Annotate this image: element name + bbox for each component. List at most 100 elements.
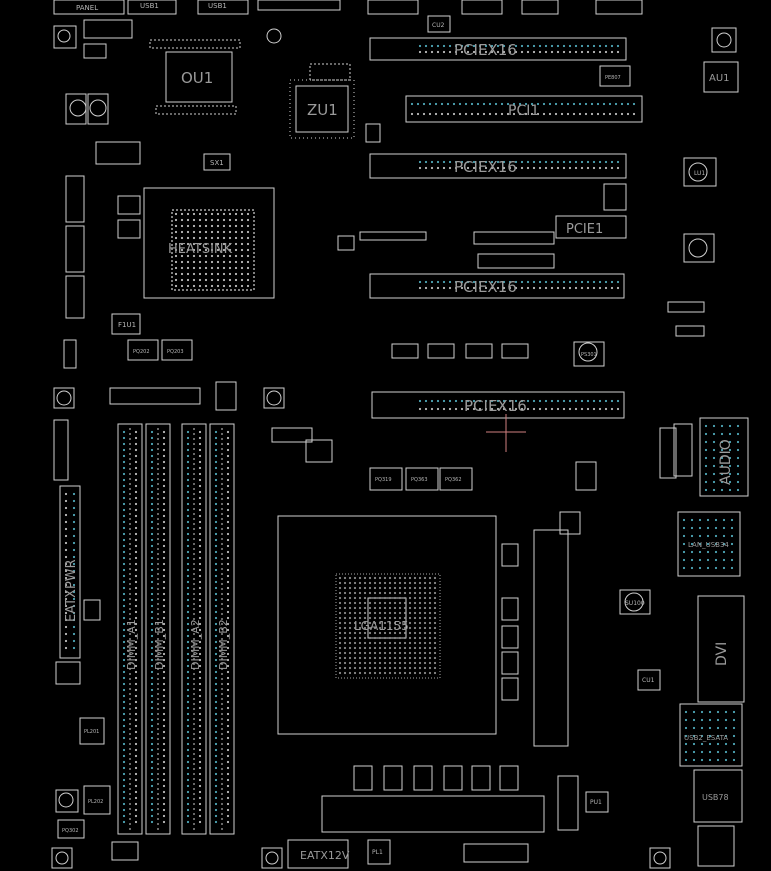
pin-dot [186,586,190,590]
pin-dot [454,50,458,54]
pin-dot [413,651,417,655]
pin-dot [442,407,446,411]
pin-dot [214,496,218,500]
pin-dot [520,160,524,164]
pin-dot [470,102,474,106]
pin-dot [544,166,548,170]
pin-dot [736,456,740,460]
pin-dot [556,280,560,284]
mount-hole-3 [716,32,732,48]
pin-dot [568,280,572,284]
pin-dot [150,664,154,668]
pin-dot [214,652,218,656]
pin-dot [393,666,397,670]
pq202-part [127,339,159,361]
pin-dot [442,44,446,48]
pin-dot [388,666,392,670]
pin-dot [180,230,184,234]
pin-dot [353,606,357,610]
pin-dot [198,598,202,602]
pin-dot [410,102,414,106]
top-connector-4 [521,0,559,15]
pin-dot [408,641,412,645]
pin-dot [162,544,166,548]
pin-dot [192,236,196,240]
pin-dot [403,611,407,615]
pin-dot [698,518,702,522]
pin-dot [532,280,536,284]
pin-dot [222,218,226,222]
pin-dot [428,661,432,665]
pin-dot [388,586,392,590]
pin-dot [186,556,190,560]
pin-dot [722,566,726,570]
pin-dot [358,601,362,605]
bottom-part-4 [443,765,463,791]
top-connector-2 [367,0,419,15]
pin-dot [150,742,154,746]
pin-dot [408,591,412,595]
label-usb2: USB1 [208,2,227,10]
pin-dot [373,631,377,635]
pin-dot [204,254,208,258]
label-pcie-x16-1: PCIEX16 [454,41,517,59]
pin-dot [482,102,486,106]
pin-dot [730,534,734,538]
pin-dot [520,50,524,54]
pin-dot [226,598,230,602]
pin-dot [684,734,688,738]
mount-hole-6 [688,162,708,182]
pin-dot [590,102,594,106]
pin-dot [620,112,624,116]
pin-dot [216,278,220,282]
pin-dot [162,514,166,518]
pin-dot [464,102,468,106]
pin-dot [353,601,357,605]
pin-dot [180,212,184,216]
pin-dot [72,604,76,608]
pin-dot [198,266,202,270]
vrm-part-3 [501,625,519,649]
pin-dot [556,286,560,290]
pin-dot [610,399,614,403]
pin-dot [722,534,726,538]
pin-dot [538,399,542,403]
pin-dot [226,502,230,506]
pin-dot [398,621,402,625]
pin-dot [64,625,68,629]
pin-dot [422,102,426,106]
pin-dot [72,625,76,629]
label-dimm-b1: DIMM_B1 [153,619,166,670]
pin-dot [466,407,470,411]
pin-dot [162,652,166,656]
pin-dot [150,652,154,656]
pin-dot [383,621,387,625]
pin-dot [460,280,464,284]
pin-dot [216,284,220,288]
pin-dot [490,407,494,411]
pin-dot [502,286,506,290]
pin-dot [704,456,708,460]
pin-dot [413,621,417,625]
pin-dot [550,407,554,411]
pin-dot [353,636,357,640]
pin-dot [186,260,190,264]
pin-dot [418,581,422,585]
pin-dot [192,260,196,264]
pin-dot [592,160,596,164]
pin-dot [134,706,138,710]
pin-dot [592,50,596,54]
pin-dot [214,598,218,602]
pin-dot [610,407,614,411]
pin-dot [214,742,218,746]
pin-dot [240,236,244,240]
pin-dot [134,796,138,800]
pin-dot [226,484,230,488]
pin-dot [162,556,166,560]
pin-dot [186,718,190,722]
pin-dot [736,472,740,476]
pin-dot [122,604,126,608]
pin-dot [198,820,202,824]
pin-dot [343,626,347,630]
